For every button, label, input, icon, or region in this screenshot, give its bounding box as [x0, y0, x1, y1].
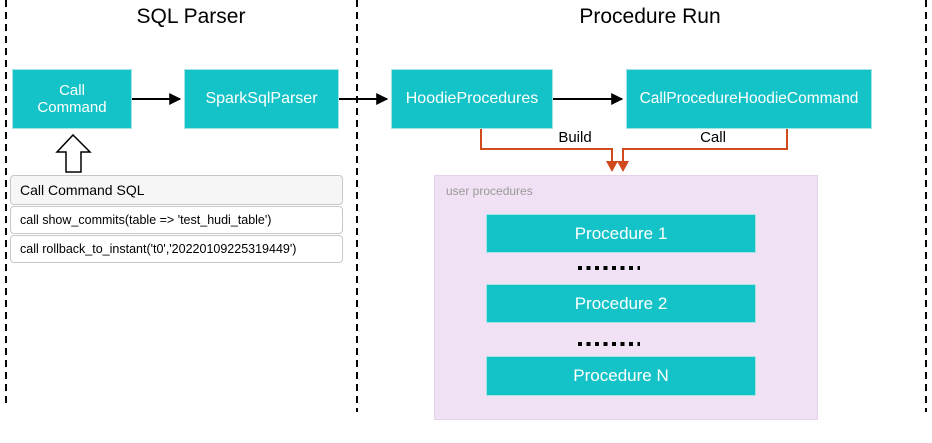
node-procedure-2-label: Procedure 2 — [574, 293, 668, 313]
node-procedure-2: Procedure 2 — [486, 284, 756, 323]
ellipsis-dots-icon — [578, 342, 640, 346]
node-procedure-1-label: Procedure 1 — [574, 223, 668, 243]
user-procedures-container: user procedures Procedure 1 Procedure 2 … — [434, 175, 818, 420]
build-connector — [480, 129, 613, 161]
node-hoodieprocedures: HoodieProcedures — [391, 69, 553, 129]
node-procedure-n-label: Procedure N — [573, 366, 669, 385]
call-command-sql-table: Call Command SQL call show_commits(table… — [10, 175, 343, 264]
user-procedures-label: user procedures — [446, 184, 533, 198]
node-sparksqlparser: SparkSqlParser — [184, 69, 339, 129]
lane-title-sql-parser: SQL Parser — [136, 5, 246, 28]
node-procedure-1: Procedure 1 — [486, 214, 756, 253]
node-procedure-n: Procedure N — [486, 356, 756, 396]
node-callprocedurehoodiecommand: CallProcedureHoodieCommand — [626, 69, 872, 129]
up-arrow-icon — [55, 133, 92, 173]
sql-table-row: call rollback_to_instant('t0','202201092… — [10, 235, 343, 263]
sql-table-header: Call Command SQL — [10, 175, 343, 205]
node-callprocedurehoodiecommand-label: CallProcedureHoodieCommand — [639, 90, 859, 107]
ellipsis-dots-icon — [578, 266, 640, 270]
node-call-command-label: Call Command — [37, 82, 107, 116]
sql-table-row: call show_commits(table => 'test_hudi_ta… — [10, 206, 343, 234]
lane-title-procedure-run: Procedure Run — [579, 5, 721, 28]
node-call-command: Call Command — [12, 69, 132, 129]
call-arrowhead-icon — [617, 161, 629, 172]
build-arrowhead-icon — [606, 161, 618, 172]
edge-label-build: Build — [558, 129, 592, 146]
call-connector — [622, 129, 788, 161]
node-sparksqlparser-label: SparkSqlParser — [205, 90, 318, 107]
edge-label-call: Call — [700, 129, 726, 146]
node-hoodieprocedures-label: HoodieProcedures — [405, 90, 539, 107]
